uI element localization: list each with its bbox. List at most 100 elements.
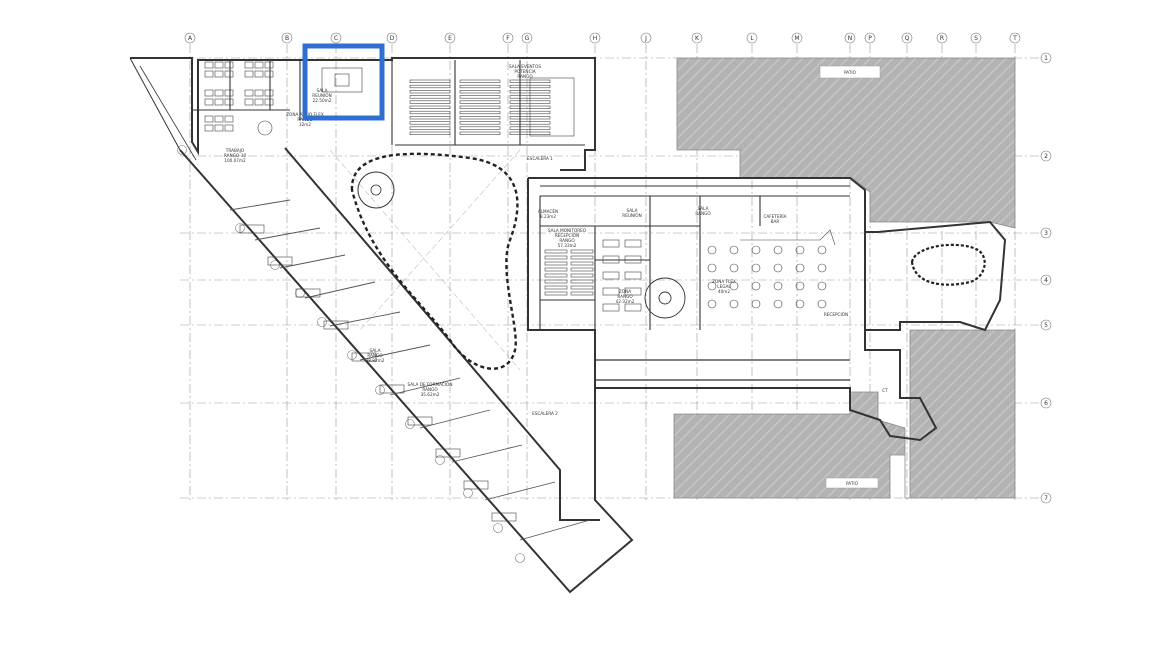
room-label-escalera-2: ESCALERA 2 [532, 411, 558, 416]
training-seat-row [544, 267, 568, 272]
room-label-line: REUNIÓN [622, 213, 641, 218]
flex-desk [624, 303, 642, 312]
courtyard-diagonal-1 [329, 149, 521, 371]
room-label-ct: CT [882, 388, 888, 393]
wing-bubble-4 [317, 317, 327, 327]
cafe-table [751, 281, 761, 291]
event-seat-row [409, 126, 451, 130]
event-seat-row [459, 126, 501, 130]
wing-bubble-0 [177, 145, 187, 155]
room-label-line: RANGO [617, 294, 633, 299]
event-seat-row [459, 95, 501, 99]
grid-bubble-col-A: A [184, 32, 196, 44]
room-label-line: RECEPCIÓN [824, 312, 848, 317]
training-seat-row [544, 291, 568, 296]
training-seat-row [570, 261, 594, 266]
room-label-line: TRABAJO [225, 148, 245, 153]
training-seat-row [570, 291, 594, 296]
wing-partition-10 [519, 519, 591, 541]
round-table [257, 120, 273, 136]
room-label-line: RANGO [422, 387, 438, 392]
event-seat-row [409, 90, 451, 94]
grid-label-col-L: L [750, 35, 754, 42]
room-label-line: SALA [370, 348, 381, 353]
desk-cluster-2 [224, 89, 234, 97]
room-label-line: RANGO [559, 238, 575, 243]
desk-cluster-0 [224, 70, 234, 78]
grid-bubble-row-1: 1 [1040, 52, 1052, 64]
grid-label-row-1: 1 [1044, 55, 1048, 62]
training-seat-row [570, 285, 594, 290]
grid-bubble-col-K: K [691, 32, 703, 44]
desk-cluster-1 [264, 61, 274, 69]
spiral-stair-1-inner [370, 184, 382, 196]
event-seat-row [409, 105, 451, 109]
desk-cluster-4 [224, 124, 234, 132]
desk-cluster-1 [264, 70, 274, 78]
flex-desk [602, 255, 620, 264]
room-label-escalera-1: ESCALERA 1 [527, 156, 553, 161]
room-label-line: 35.62m2 [421, 392, 440, 397]
patio-label-north: PATIO [844, 70, 857, 75]
bar-counter [740, 229, 836, 246]
cafe-table [751, 245, 761, 255]
north-corridor [540, 185, 850, 197]
room-label-line: ESCALERA 2 [532, 411, 558, 416]
event-seat-row [409, 110, 451, 115]
grid-label-row-5: 5 [1044, 322, 1048, 329]
grid-bubble-row-5: 5 [1040, 319, 1052, 331]
cafe-table [729, 263, 739, 273]
room-label-line: RANGO [367, 353, 383, 358]
wing-desk [463, 480, 489, 490]
training-seat-row [544, 285, 568, 290]
desk-cluster-1 [244, 61, 254, 69]
wing-bubble-9 [463, 488, 473, 498]
grid-label-col-G: G [525, 35, 530, 42]
cafe-table [707, 299, 717, 309]
room-label-line: SALA MONITOREO [548, 228, 587, 233]
grid-bubble-row-7: 7 [1040, 492, 1052, 504]
grid-label-col-T: T [1012, 35, 1017, 42]
event-seat-row [409, 100, 451, 104]
cafe-table [795, 281, 805, 291]
flex-desk [624, 287, 642, 296]
grid-label-col-P: P [868, 35, 872, 42]
grid-bubble-col-P: P [864, 32, 876, 44]
grid-bubble-row-2: 2 [1040, 150, 1052, 162]
wing-desk [295, 288, 321, 298]
wing-partition-1 [254, 227, 321, 241]
desk-cluster-2 [214, 98, 224, 106]
room-label-line: RANGO [695, 211, 711, 216]
training-seat-row [570, 267, 594, 272]
room-label-line: SALA [627, 208, 638, 213]
east-core-wall-south [527, 178, 938, 442]
room-label-line: RANGO [517, 74, 533, 79]
room-label-line: SALA EVENTOS [509, 64, 541, 69]
event-seat-row [409, 95, 451, 99]
grid-bubble-col-E: E [444, 32, 456, 44]
grid-label-col-Q: Q [905, 35, 910, 42]
wing-desk [407, 416, 433, 426]
training-seat-row [570, 279, 594, 284]
training-seat-row [570, 255, 594, 260]
highlight-box [302, 43, 385, 121]
room-label-line: 38.82m2 [366, 358, 385, 363]
desk-cluster-2 [204, 98, 214, 106]
outer-roof-line-2 [139, 65, 197, 161]
wing-partition-4 [329, 311, 401, 327]
room-label-line: 42.32m2 [616, 299, 635, 304]
desk-cluster-3 [254, 98, 264, 106]
flex-desk [624, 239, 642, 248]
training-seat-row [570, 273, 594, 278]
cafe-table [729, 281, 739, 291]
spiral-stair-1 [357, 171, 395, 209]
desk-cluster-2 [224, 98, 234, 106]
wing-desk [351, 352, 377, 362]
grid-bubble-col-S: S [970, 32, 982, 44]
event-seat-row [409, 84, 451, 89]
